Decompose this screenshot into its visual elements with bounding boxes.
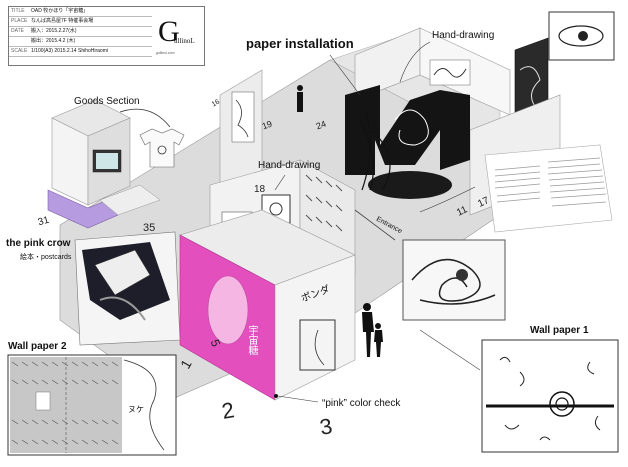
label-hand-drawing-mid: Hand-drawing <box>258 160 321 171</box>
label-pink-crow: the pink crow <box>6 238 71 249</box>
front-cube-frame <box>299 319 336 371</box>
label-wall-paper-1: Wall paper 1 <box>530 325 589 336</box>
person-head-child <box>375 323 381 329</box>
wall-paper-2-outline <box>123 359 165 451</box>
connector-entrance-doc <box>419 186 476 213</box>
swirl-drawing-eye <box>456 269 468 281</box>
person-body-back <box>297 92 303 112</box>
entrance-line <box>354 209 396 241</box>
goods-tshirt-print <box>157 145 167 155</box>
installation-base <box>368 171 452 199</box>
wall-paper-1-panel <box>481 339 619 453</box>
installation-white-drawing <box>394 109 429 146</box>
label-wall-paper-2: Wall paper 2 <box>8 341 67 352</box>
pink-check-dot <box>274 394 278 398</box>
label-goods-section: Goods Section <box>74 96 140 107</box>
label-wall-paper-2-note: ヌケ <box>128 405 144 414</box>
paper-installation <box>345 85 470 175</box>
wall-paper-1-target <box>549 391 575 417</box>
wall-paper-1-marks <box>499 356 601 441</box>
label-hand-drawing-top: Hand-drawing <box>432 30 495 41</box>
doc-sheet <box>484 144 613 233</box>
connector-paper-installation <box>329 54 361 96</box>
back-wall-artwork-scribble <box>433 68 467 78</box>
left-wall-artwork <box>231 91 255 143</box>
doc-text-lines <box>494 157 607 207</box>
connector-pink-check <box>277 395 319 403</box>
wall-paper-2-hole <box>35 391 51 411</box>
logo-name: ullinoL <box>174 37 195 45</box>
pink-wall-opening <box>207 275 249 345</box>
wall-paper-1-arrow <box>419 329 481 371</box>
goods-display-inner <box>96 153 118 169</box>
wall-paper-2-pattern-marks <box>11 361 119 445</box>
goods-tshirt <box>139 128 185 168</box>
left-wall-artwork-lines <box>235 99 249 138</box>
logo-letter: G <box>158 15 180 48</box>
pink-crow-pages <box>94 249 151 296</box>
connector-hand-drawing-top <box>399 41 431 83</box>
front-cube-frame-line <box>314 329 325 366</box>
installation-paper-curls <box>359 109 391 191</box>
swirl-drawing-photo <box>402 239 506 321</box>
logo: G ullinoL gullinol.com <box>152 6 205 66</box>
label-pink-color-check: “pink” color check <box>322 398 401 409</box>
person-body-child <box>374 330 383 357</box>
number-35: 35 <box>143 222 156 234</box>
label-pink-wall-text: 宇宙糖 <box>246 325 257 355</box>
center-frame-18-drawing <box>269 202 283 216</box>
goods-base <box>99 184 161 216</box>
swirl-drawing-lines <box>411 258 496 305</box>
person-head-back <box>297 85 303 91</box>
pink-crow-ribbon <box>99 296 146 321</box>
wall-paper-1-target-inner <box>555 397 569 411</box>
goods-arrow <box>119 108 171 128</box>
date-row-out: 搬出：2015.4.2 (木) <box>9 37 159 47</box>
eye-drawing-pupil <box>578 31 588 41</box>
label-pink-crow-sub: 絵本・postcards <box>20 254 72 261</box>
person-head-adult <box>363 303 371 311</box>
label-paper-installation: paper installation <box>246 36 354 51</box>
logo-url: gullinol.com <box>156 51 175 55</box>
person-body-adult <box>362 312 374 357</box>
number-18: 18 <box>254 184 266 195</box>
connector-hand-drawing-mid <box>274 174 286 191</box>
eye-drawing-shape <box>558 25 604 47</box>
